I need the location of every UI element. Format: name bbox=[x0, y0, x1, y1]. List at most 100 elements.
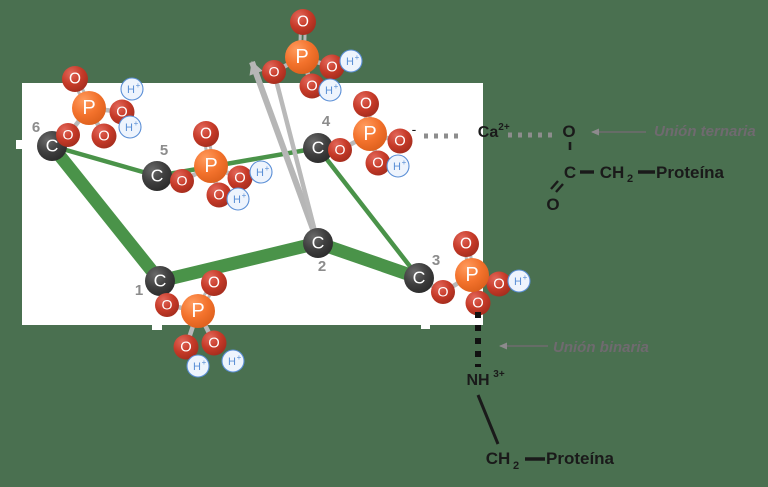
phosphate-c5-hydrogen-2: H+ bbox=[226, 187, 250, 211]
phosphate-c4-hydrogen-1-label: H bbox=[393, 161, 401, 173]
phosphate-c1-double-oxygen-label: O bbox=[208, 275, 220, 292]
ternary-ch2-subscript: 2 bbox=[627, 173, 633, 185]
phosphate-c4-oxygen-right-label: O bbox=[394, 134, 405, 150]
phosphate-c2-hydrogen-1-label: H bbox=[346, 56, 354, 68]
c2-axial-bond bbox=[249, 60, 321, 245]
calcium-ion-label: Ca bbox=[478, 124, 499, 141]
phosphate-c2-phosphorus-label: P bbox=[295, 46, 308, 68]
phosphate-c1-oxygen-bottom-label: O bbox=[180, 340, 191, 356]
ternary-ch2: CH bbox=[600, 163, 625, 182]
phosphate-c4-oxygen-bottom-sphere bbox=[365, 150, 391, 176]
phosphate-c6-hydrogen-2-circle bbox=[118, 115, 142, 139]
phosphate-c4-hydrogen-1-circle bbox=[386, 154, 410, 178]
phosphate-c4-hydrogen-1: H+ bbox=[386, 154, 410, 178]
carbon-atom-4: C bbox=[303, 133, 333, 163]
phosphate-c6-double-oxygen-sphere bbox=[62, 66, 88, 92]
phosphate-c5-hydrogen-1-charge: + bbox=[265, 164, 270, 173]
phosphate-c5-ester-oxygen-sphere bbox=[170, 169, 194, 193]
phosphate-c5-phosphorus-label: P bbox=[204, 155, 217, 177]
phosphate-c3-oxygen-bottom-sphere bbox=[465, 290, 491, 316]
phosphate-c2-phosphorus: P bbox=[285, 40, 319, 74]
phosphate-c2-double-oxygen: O bbox=[290, 9, 316, 35]
phosphate-c4-oxygen-bottom: O bbox=[365, 150, 391, 176]
phosphate-c6-oxygen-bottom-sphere bbox=[91, 123, 117, 149]
phosphate-c5-hydrogen-1-circle bbox=[249, 160, 273, 184]
panel-edge-tick-bottom-left bbox=[152, 322, 162, 330]
phosphate-c5-oxygen-bottom-sphere bbox=[206, 182, 232, 208]
carbon-atom-2-label: C bbox=[312, 232, 325, 252]
carbon-atom-2-sphere bbox=[303, 228, 333, 258]
phosphate-c5-ester-oxygen-label: O bbox=[176, 173, 187, 189]
phosphate-c1-phosphorus: P bbox=[181, 294, 215, 328]
ternary-carbon: C bbox=[564, 163, 576, 182]
carbon-atom-2: C bbox=[303, 228, 333, 258]
carbon-number-3: 3 bbox=[432, 252, 440, 269]
phosphate-c2-oxygen-bottom: O bbox=[299, 73, 325, 99]
phosphate-c1-oxygen-bottom-sphere bbox=[173, 334, 199, 360]
phosphate-c3-phosphorus-label: P bbox=[465, 264, 478, 286]
ternary-union-caption: Unión ternaria bbox=[654, 123, 756, 140]
phosphate-c3-double-oxygen-label: O bbox=[460, 236, 472, 253]
ring-bond-4-3 bbox=[316, 146, 421, 280]
phosphate-c5-phosphorus: P bbox=[194, 149, 228, 183]
phosphate-c5-oxygen-right: O bbox=[227, 165, 253, 191]
phosphate-c6-ester-oxygen-sphere bbox=[56, 123, 80, 147]
phosphate-c5-hydrogen-1-label: H bbox=[256, 167, 264, 179]
ring-bond-1-6 bbox=[46, 141, 166, 286]
ternary-bond-c-o-double-a bbox=[555, 183, 564, 193]
phosphate-c3-oxygen-bottom-label: O bbox=[472, 296, 483, 312]
phosphate-c6-hydrogen-1-charge: + bbox=[136, 81, 141, 90]
phosphate-c5-hydrogen-1: H+ bbox=[249, 160, 273, 184]
phosphate-c1-phosphorus-sphere bbox=[181, 294, 215, 328]
phosphate-c2-hydrogen-2: H+ bbox=[318, 78, 342, 102]
phosphate-c2-oxygen-bottom-sphere bbox=[299, 73, 325, 99]
phosphate-c4-oxygen-bottom-label: O bbox=[372, 156, 383, 172]
phosphate-c5-oxygen-bottom-label: O bbox=[213, 188, 224, 204]
carbon-atom-4-label: C bbox=[312, 137, 325, 157]
ring-bond-6-5 bbox=[51, 143, 158, 179]
phosphate-c1-ester-oxygen: O bbox=[155, 293, 179, 317]
phosphate-c5-hydrogen-2-label: H bbox=[233, 194, 241, 206]
carbon-atom-1: C bbox=[145, 266, 175, 296]
phosphate-c2-hydrogen-1-circle bbox=[339, 49, 363, 73]
phosphate-c2-double-oxygen-label: O bbox=[297, 14, 309, 31]
phosphate-c1-hydrogen-1-label: H bbox=[228, 356, 236, 368]
phosphate-c1-hydrogen-2-charge: + bbox=[202, 358, 207, 367]
phosphate-c5-oxygen-right-label: O bbox=[234, 171, 245, 187]
phosphate-c5-ester-oxygen: O bbox=[170, 169, 194, 193]
phosphate-c3-hydrogen-1-charge: + bbox=[523, 273, 528, 282]
phosphate-c2-phosphorus-sphere bbox=[285, 40, 319, 74]
ternary-bond-c-o-double-b bbox=[550, 180, 559, 190]
carbon-number-1: 1 bbox=[135, 282, 143, 299]
phosphate-c6-oxygen-bottom: O bbox=[91, 123, 117, 149]
phosphate-c2-hydrogen-2-charge: + bbox=[334, 82, 339, 91]
phosphate-c2-double-oxygen-sphere bbox=[290, 9, 316, 35]
phosphate-c1-double-oxygen: O bbox=[201, 270, 227, 296]
carbon-atom-3: C bbox=[404, 263, 434, 293]
phosphate-c2-ester-oxygen-label: O bbox=[268, 64, 279, 80]
phosphate-c4-double-oxygen: O bbox=[353, 91, 379, 117]
carbon-atom-5-sphere bbox=[142, 161, 172, 191]
phosphate-c6-ester-oxygen-label: O bbox=[62, 127, 73, 143]
phosphate-c6-double-oxygen: O bbox=[62, 66, 88, 92]
phosphate-c1-oxygen-right-sphere bbox=[201, 330, 227, 356]
binary-protein-label: Proteína bbox=[546, 449, 615, 468]
phosphate-c5-hydrogen-2-charge: + bbox=[242, 191, 247, 200]
carbon-number-2: 2 bbox=[318, 258, 326, 275]
phosphate-c2-hydrogen-1-charge: + bbox=[355, 53, 360, 62]
binary-nh-label: NH bbox=[466, 372, 489, 389]
phosphate-c4-ester-oxygen-label: O bbox=[334, 142, 345, 158]
phosphate-c3-double-oxygen: O bbox=[453, 231, 479, 257]
phosphate-c4-ester-oxygen-sphere bbox=[328, 138, 352, 162]
carbon-number-4: 4 bbox=[322, 113, 331, 130]
phosphate-c3-oxygen-bottom: O bbox=[465, 290, 491, 316]
phosphate-c1-hydrogen-1: H+ bbox=[221, 349, 245, 373]
phosphate-c4-oxygen-right-sphere bbox=[387, 128, 413, 154]
carbon-atom-5-label: C bbox=[151, 165, 164, 185]
carbon-atom-4-sphere bbox=[303, 133, 333, 163]
carbon-number-6: 6 bbox=[32, 119, 40, 136]
binary-ch2: CH bbox=[486, 449, 511, 468]
